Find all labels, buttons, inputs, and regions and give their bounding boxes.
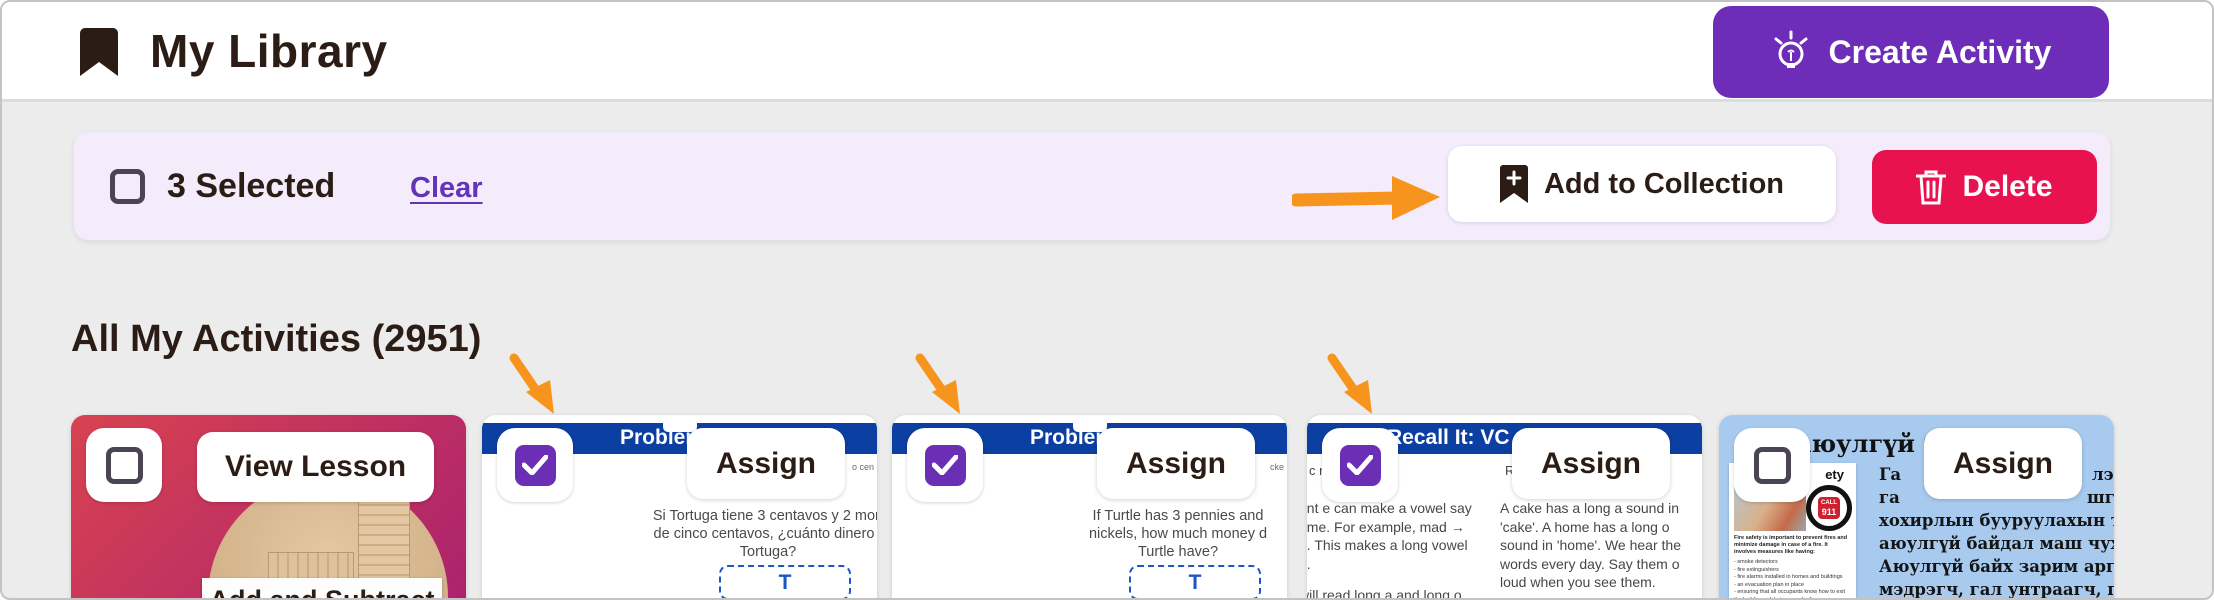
activity-card-fire-safety[interactable]: аюулгүй байдлын ety CALL 911 Fire safety… bbox=[1719, 415, 2114, 600]
slide-text-fragment: c r bbox=[1309, 463, 1324, 478]
annotation-arrow-card-2 bbox=[509, 353, 554, 414]
clear-selection-link[interactable]: Clear bbox=[410, 172, 483, 204]
slide-text-fragment: cke bbox=[1269, 462, 1284, 472]
card-checkbox[interactable] bbox=[514, 444, 556, 486]
assign-button[interactable]: Assign bbox=[1924, 428, 2082, 499]
poster-bullet-list: - smoke detectors - fire extinguishers -… bbox=[1734, 559, 1845, 600]
annotation-arrow-card-4 bbox=[1327, 353, 1372, 414]
activity-card-recall-it[interactable]: Recall It: VC c r R ent e can make a vow… bbox=[1307, 415, 1702, 600]
slide-text-fragment: R bbox=[1505, 463, 1515, 478]
select-all-checkbox[interactable] bbox=[110, 169, 145, 204]
section-heading: All My Activities (2951) bbox=[71, 318, 482, 360]
slide-text-fragment: o cen bbox=[851, 462, 874, 472]
lightbulb-icon bbox=[1774, 30, 1808, 68]
answer-input-box: T bbox=[719, 565, 851, 598]
assign-button[interactable]: Assign bbox=[1512, 428, 1670, 499]
slide-text-fragment: лэ bbox=[2092, 465, 2114, 484]
poster-title-fragment: ety bbox=[1825, 467, 1844, 482]
activity-card-problem-english[interactable]: Problem cke If Turtle has 3 pennies and … bbox=[892, 415, 1287, 598]
assign-button[interactable]: Assign bbox=[1097, 428, 1255, 499]
create-activity-button[interactable]: Create Activity bbox=[1713, 6, 2109, 98]
slide-title: Problem bbox=[1030, 426, 1115, 449]
question-text: If Turtle has 3 pennies and nickels, how… bbox=[1088, 508, 1268, 560]
view-lesson-button[interactable]: View Lesson bbox=[197, 432, 434, 502]
lesson-caption: Add and Subtract bbox=[202, 578, 442, 598]
card-checkbox[interactable] bbox=[1753, 446, 1791, 484]
card-checkbox-container bbox=[86, 428, 162, 502]
add-to-collection-label: Add to Collection bbox=[1543, 167, 1785, 200]
checkmark-icon bbox=[1347, 455, 1373, 475]
slide-title: Recall It: VC bbox=[1387, 426, 1510, 449]
app-header: My Library Create Activity bbox=[2, 2, 2212, 102]
call-911-badge: CALL 911 bbox=[1806, 485, 1852, 531]
slide-text-fragment: шгу bbox=[2087, 488, 2114, 507]
checkmark-icon bbox=[932, 455, 958, 475]
slide-column-right: A cake has a long a sound in 'cake'. A h… bbox=[1500, 500, 1681, 590]
annotation-arrow-card-3 bbox=[915, 353, 960, 414]
slide-body-text: хохирлын бууруулахын тулд галын аюулгүй … bbox=[1879, 511, 2114, 599]
activity-card-add-and-subtract[interactable]: Add and Subtract View Lesson bbox=[71, 415, 466, 598]
checkmark-icon bbox=[522, 455, 548, 475]
bookmark-icon bbox=[80, 28, 118, 76]
slide-column-left: ent e can make a vowel say ame. For exam… bbox=[1307, 500, 1472, 600]
page-title: My Library bbox=[150, 25, 388, 77]
card-checkbox[interactable] bbox=[105, 446, 143, 484]
trash-icon bbox=[1916, 170, 1947, 205]
delete-label: Delete bbox=[1962, 170, 2053, 203]
slide-text-fragment: га bbox=[1879, 488, 1900, 507]
add-to-collection-icon bbox=[1499, 165, 1528, 203]
add-to-collection-button[interactable]: Add to Collection bbox=[1448, 146, 1836, 222]
create-activity-label: Create Activity bbox=[1828, 33, 2052, 70]
card-checkbox-container bbox=[1734, 428, 1810, 502]
activity-card-problem-spanish[interactable]: Problem o cen Si Tortuga tiene 3 centavo… bbox=[482, 415, 877, 598]
poster-caption: Fire safety is important to prevent fire… bbox=[1734, 535, 1848, 555]
annotation-arrow-add-to-collection bbox=[1292, 176, 1440, 220]
assign-button[interactable]: Assign bbox=[687, 428, 845, 499]
card-checkbox-container bbox=[1322, 428, 1398, 502]
selected-count-label: 3 Selected bbox=[167, 167, 336, 205]
answer-input-box: T bbox=[1129, 565, 1261, 598]
question-text: Si Tortuga tiene 3 centavos y 2 mon de c… bbox=[652, 508, 877, 560]
card-checkbox[interactable] bbox=[1339, 444, 1381, 486]
selection-toolbar: 3 Selected Clear Add to Collection bbox=[74, 132, 2110, 240]
card-checkbox-container bbox=[907, 428, 983, 502]
slide-text-fragment: Га bbox=[1879, 465, 1902, 484]
slide-title: Problem bbox=[620, 426, 705, 449]
card-checkbox[interactable] bbox=[924, 444, 966, 486]
delete-button[interactable]: Delete bbox=[1872, 150, 2097, 224]
card-checkbox-container bbox=[497, 428, 573, 502]
